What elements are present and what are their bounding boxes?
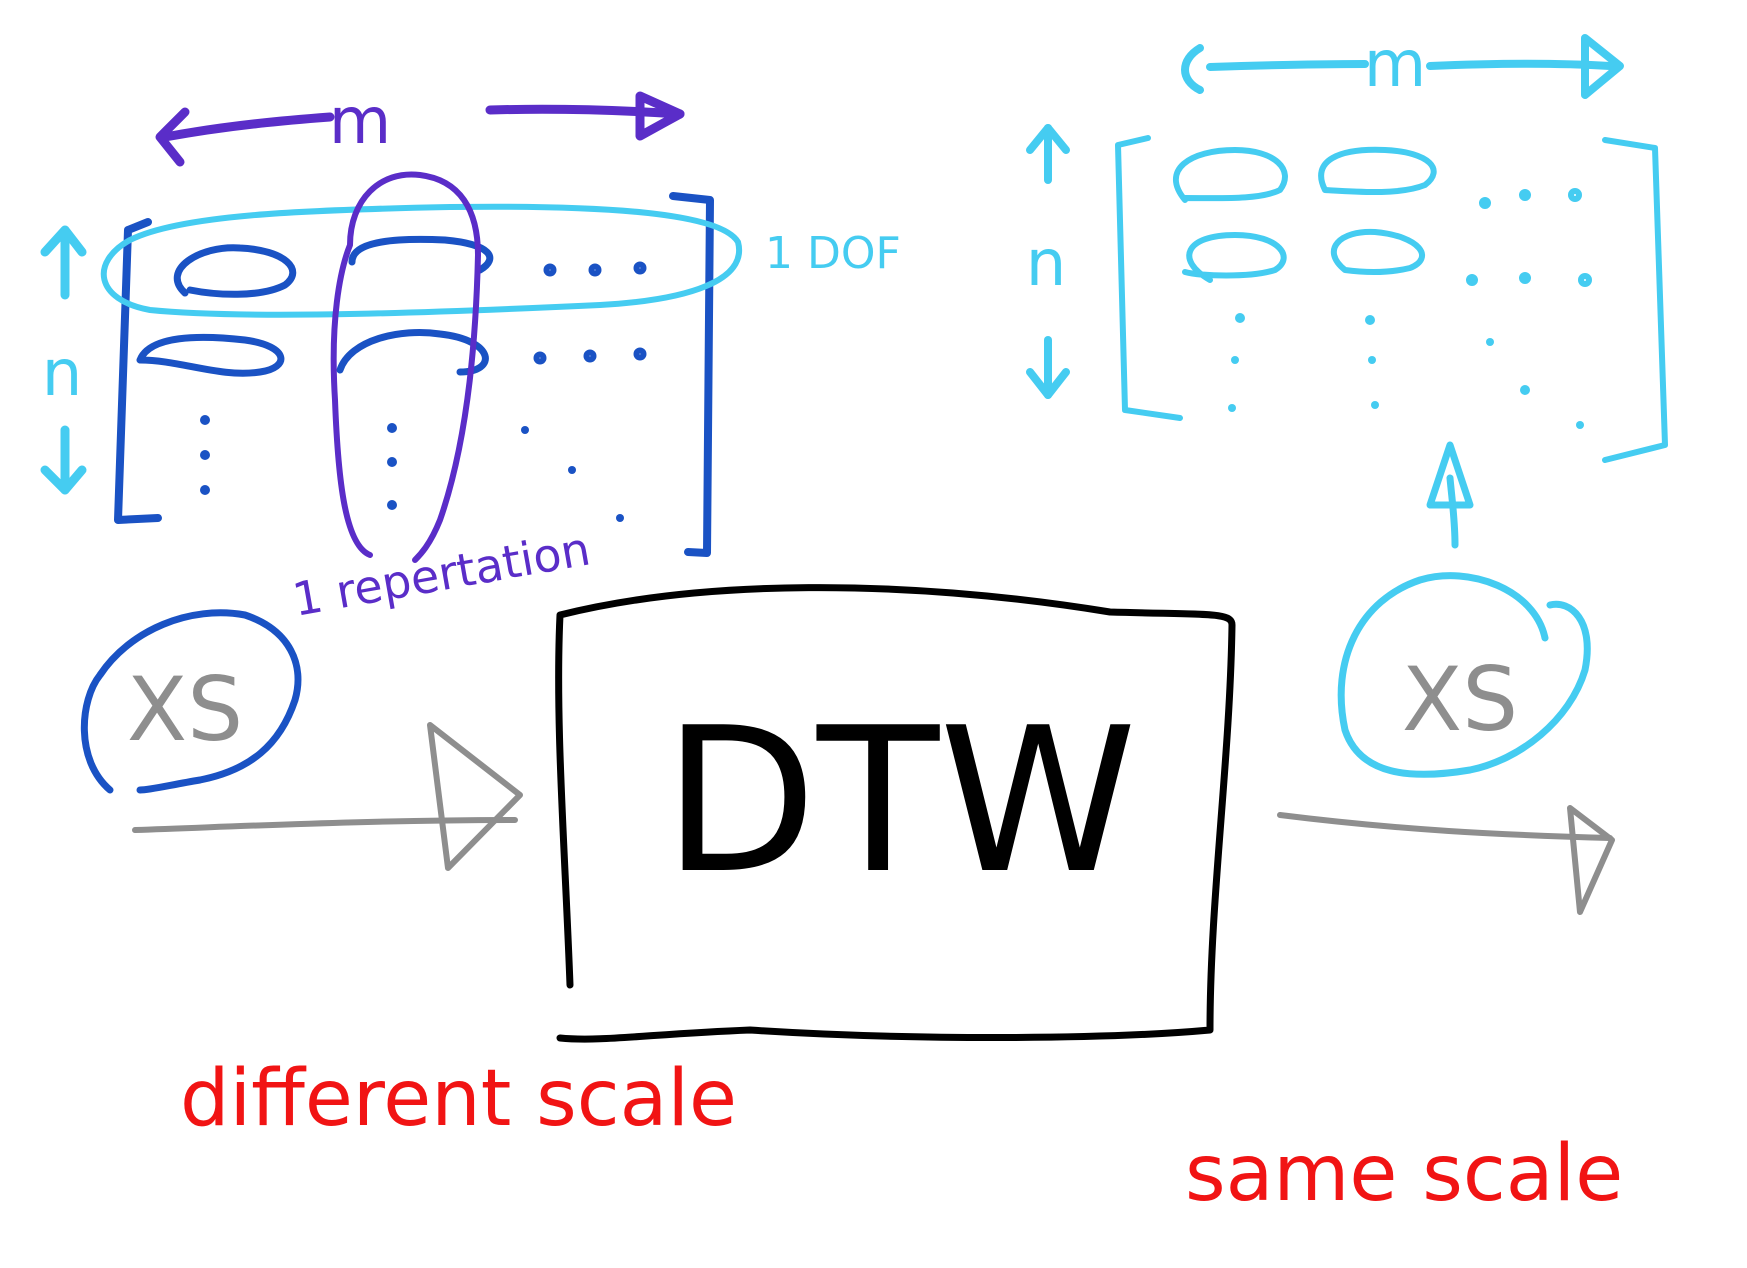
left-n-dimension-arrow — [40, 225, 87, 495]
dtw-block: DTW — [555, 584, 1236, 1043]
right-matrix-row-1 — [1173, 146, 1582, 209]
repetition-column-highlight — [330, 171, 481, 563]
right-matrix-brackets — [1115, 135, 1668, 463]
dtw-box — [555, 584, 1236, 1043]
left-n-label: n — [42, 337, 83, 411]
right-xs-blob — [1337, 572, 1591, 778]
left-input-arrow — [132, 722, 523, 871]
left-caption: different scale — [180, 1054, 737, 1144]
left-xs-blob — [80, 609, 302, 794]
dtw-label: DTW — [663, 685, 1137, 918]
left-xs-label: XS — [127, 658, 243, 761]
left-matrix-row-1 — [173, 235, 647, 298]
right-m-dimension-arrow — [1181, 34, 1624, 99]
right-n-dimension-arrow — [1026, 124, 1070, 399]
right-matrix: m n — [1026, 28, 1668, 915]
right-matrix-row-2 — [1182, 228, 1592, 287]
right-matrix-ellipsis-dots — [1228, 313, 1584, 429]
right-output-arrow — [1277, 805, 1615, 915]
right-xs-label: XS — [1402, 648, 1518, 751]
left-m-dimension-arrow — [155, 91, 685, 167]
dof-label: 1 DOF — [765, 228, 901, 279]
left-matrix-ellipsis-dots — [200, 415, 624, 522]
repetition-label: 1 repertation — [289, 521, 595, 626]
dof-row-highlight — [100, 203, 743, 318]
left-m-label: m — [329, 85, 391, 159]
left-matrix-brackets — [114, 192, 714, 557]
right-n-label: n — [1026, 227, 1067, 301]
right-m-label: m — [1364, 28, 1426, 102]
right-output-up-arrow — [1426, 441, 1474, 549]
right-caption: same scale — [1185, 1129, 1623, 1219]
left-matrix: m n — [40, 85, 901, 871]
left-matrix-row-2 — [136, 329, 647, 377]
